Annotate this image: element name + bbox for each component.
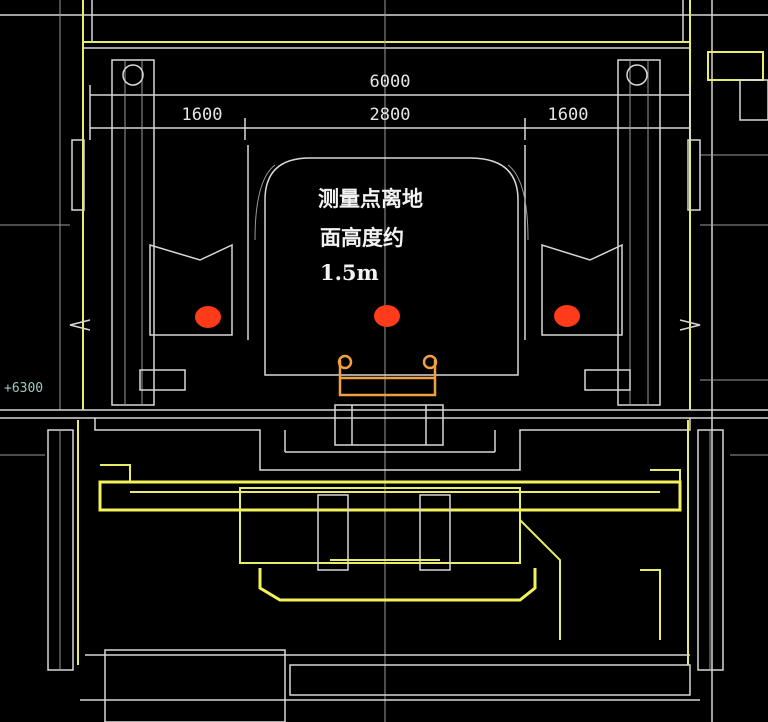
left-lift-structure — [69, 59, 249, 406]
measurement-point-left — [195, 306, 221, 328]
dimension-right: 1600 — [548, 105, 589, 125]
lower-steel-frame — [77, 420, 689, 665]
dimension-center: 2800 — [370, 105, 411, 125]
gauge-curve-right — [507, 164, 529, 241]
dimension-left: 1600 — [182, 105, 223, 125]
cart-equipment — [334, 354, 444, 446]
dimension-lines — [89, 85, 691, 140]
right-lift-structure — [524, 59, 701, 406]
level-mark: +6300 — [4, 381, 43, 396]
vehicle-gauge-outline — [264, 157, 519, 376]
note-line-3: 1.5m — [320, 260, 379, 285]
measurement-point-center — [374, 305, 400, 327]
measurement-point-right — [554, 305, 580, 327]
dimension-overall: 6000 — [370, 72, 411, 92]
platform-structure — [0, 409, 768, 671]
bottom-structure — [80, 649, 700, 722]
note-line-1: 测量点离地 — [318, 186, 423, 211]
gauge-curve-left — [254, 164, 276, 241]
note-line-2: 面高度约 — [320, 225, 404, 250]
